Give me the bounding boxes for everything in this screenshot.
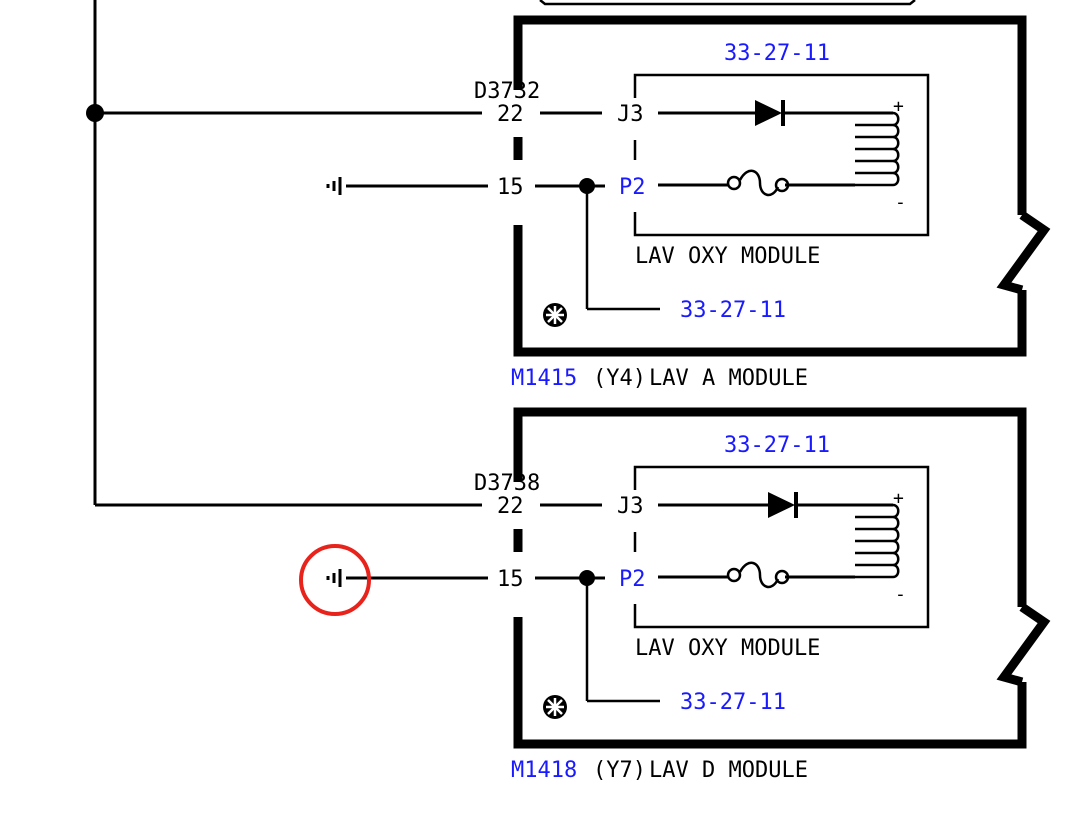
plug-power-label: J3 <box>617 102 644 127</box>
pin-power-label: 22 <box>497 494 524 519</box>
ref-top-link[interactable]: 33-27-11 <box>724 433 830 458</box>
module-name-label: LAV D MODULE <box>649 758 808 783</box>
pin-ground-label: 15 <box>497 567 524 592</box>
pin-ground-label: 15 <box>497 175 524 200</box>
coil-plus-label: + <box>893 488 904 509</box>
connector-id-label: D3738 <box>474 471 540 496</box>
ground-symbol-icon <box>326 177 342 195</box>
esd-sensitive-icon <box>543 695 567 719</box>
frame-break <box>996 603 1051 687</box>
highlight-circle-icon <box>299 544 371 616</box>
module-name-label: LAV A MODULE <box>649 366 808 391</box>
junction-dot-icon <box>579 570 595 586</box>
ground-symbol-icon <box>326 569 342 587</box>
ref-bottom-link[interactable]: 33-27-11 <box>680 298 786 323</box>
plug-power-label: J3 <box>617 494 644 519</box>
diode-icon <box>755 100 782 126</box>
fuse-curve <box>738 561 780 589</box>
module-a: + - 33-27-11 D3732 22 15 <box>95 15 1051 391</box>
ref-top-link[interactable]: 33-27-11 <box>724 41 830 66</box>
fuse-terminal-right <box>774 177 790 193</box>
module-id-link[interactable]: M1418 <box>511 758 577 783</box>
coil-icon <box>855 503 900 579</box>
module-id-link[interactable]: M1415 <box>511 366 577 391</box>
module-frame <box>513 15 1027 357</box>
plug-ground-label[interactable]: P2 <box>619 175 646 200</box>
fuse-curve <box>738 169 780 197</box>
inner-module-box <box>633 465 930 629</box>
fuse-terminal-right <box>774 569 790 585</box>
module-position-label: (Y7) <box>593 758 646 783</box>
inner-module-box <box>633 73 930 237</box>
esd-sensitive-icon <box>543 303 567 327</box>
pin-power-label: 22 <box>497 102 524 127</box>
module-position-label: (Y4) <box>593 366 646 391</box>
coil-plus-label: + <box>893 96 904 117</box>
coil-minus-label: - <box>895 192 906 213</box>
module-frame <box>513 407 1027 749</box>
connector-id-label: D3732 <box>474 79 540 104</box>
coil-icon <box>855 111 900 187</box>
inner-module-label: LAV OXY MODULE <box>635 244 820 269</box>
fuse-icon <box>726 175 742 191</box>
junction-dot-icon <box>579 178 595 194</box>
plug-ground-label[interactable]: P2 <box>619 567 646 592</box>
module-d: + - 33-27-11 D3738 22 15 J3 P2 LAV OX <box>299 407 1051 783</box>
ref-bottom-link[interactable]: 33-27-11 <box>680 690 786 715</box>
coil-minus-label: - <box>895 584 906 605</box>
upper-frame-hint <box>539 0 916 6</box>
diode-icon <box>768 492 795 518</box>
inner-module-label: LAV OXY MODULE <box>635 636 820 661</box>
fuse-icon <box>726 567 742 583</box>
frame-break <box>996 211 1051 295</box>
